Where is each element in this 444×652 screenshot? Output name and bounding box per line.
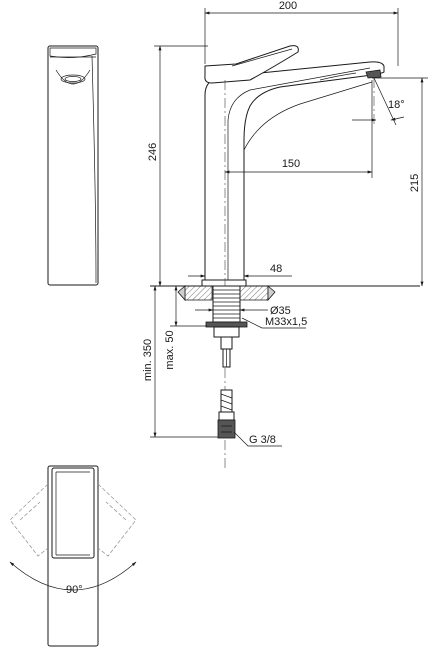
angle-90-label: 90° [66, 584, 83, 596]
top-view: 90° [9, 465, 137, 647]
dim-min-350: min. 350 [142, 285, 218, 438]
dim-thread: M33x1,5 [241, 316, 307, 329]
dim-18-label: 18° [388, 99, 405, 111]
dim-angle-18: 18° [352, 77, 405, 126]
min-350-label: min. 350 [142, 339, 154, 381]
dim-200-label: 200 [279, 0, 297, 12]
dim-base-48: 48 [188, 263, 292, 278]
dim-hole-35: Ø35 [195, 305, 291, 317]
countertop-section [150, 285, 420, 302]
dim-height-246: 246 [147, 45, 208, 287]
dim-connector: G 3/8 [233, 431, 282, 447]
dim-spout-reach: 200 [204, 0, 399, 66]
dim-height-215: 215 [372, 77, 428, 287]
dim-215-label: 215 [409, 174, 421, 192]
connector-label: G 3/8 [249, 434, 276, 446]
dim-reach-150: 150 [224, 80, 373, 178]
fixing-assembly [205, 285, 248, 439]
dim-48-label: 48 [270, 263, 282, 275]
dim-150-label: 150 [282, 158, 300, 170]
front-view [47, 45, 99, 286]
max-50-label: max. 50 [164, 330, 176, 369]
dim-246-label: 246 [147, 143, 159, 161]
dim-d35-label: Ø35 [270, 305, 291, 317]
thread-label: M33x1,5 [265, 316, 307, 328]
dim-max-50: max. 50 [164, 285, 207, 370]
